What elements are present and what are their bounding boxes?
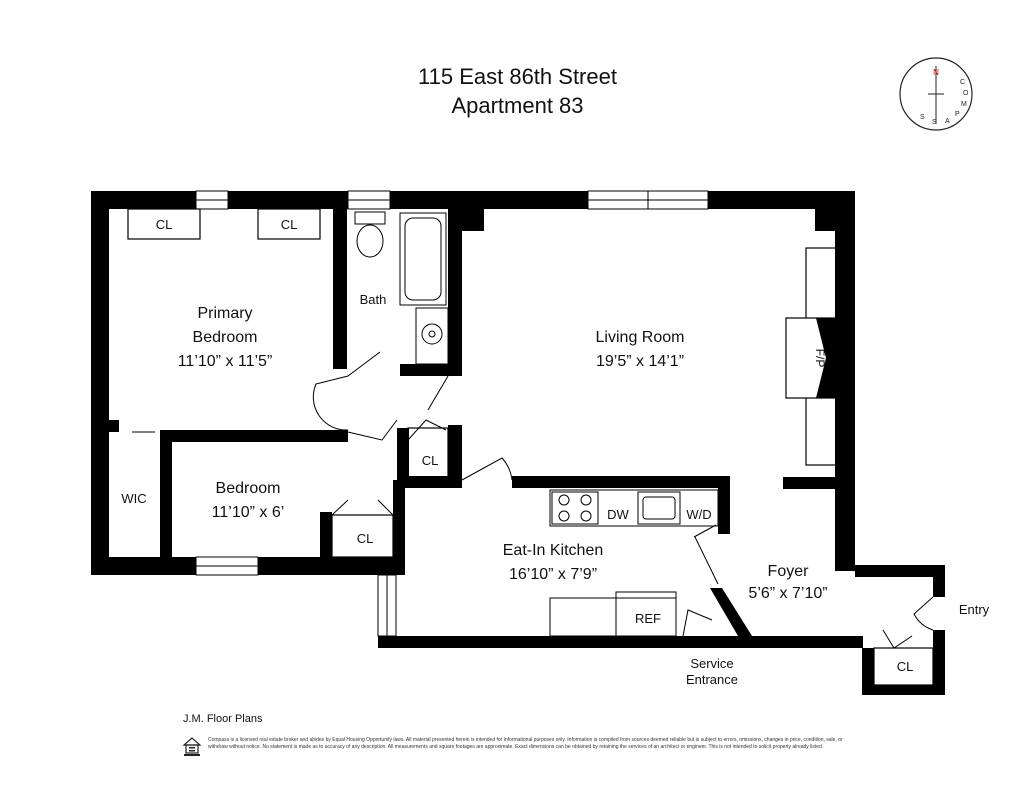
floor-plan-credit: J.M. Floor Plans [183,713,263,725]
compass-letter: A [945,118,950,125]
primary-bedroom-label: Primary [197,305,252,322]
windows [195,190,709,637]
exterior-walls [91,191,945,695]
sink-icon [421,323,443,345]
equal-housing-icon [183,737,201,756]
closet-label: CL [897,659,914,674]
bedroom-label: Bedroom [216,480,281,497]
kitchen-label: Eat-In Kitchen [503,542,604,559]
bath-label: Bath [360,292,387,307]
bath-fixtures [354,211,449,365]
stove-icon [551,491,599,525]
plan-title-address: 115 East 86th Street [418,64,617,89]
refrigerator-icon [615,591,677,637]
compass-letter: O [963,90,969,97]
closet-label: CL [357,531,374,546]
compass-letter: C [960,79,965,86]
plan-title-unit: Apartment 83 [451,93,584,118]
closets [127,208,934,686]
bedroom-dims: 11’10” x 6’ [212,504,285,521]
door-swings [132,351,934,649]
compass-letter: S [920,114,925,121]
kitchen-sink-icon [637,491,681,525]
foyer-label: Foyer [768,563,810,580]
legal-disclaimer: Compass is a licensed real estate broker… [208,737,843,750]
foyer-dims: 5’6” x 7’10” [748,585,827,602]
closet-label: CL [422,453,439,468]
service-entrance-label-2: Entrance [686,672,738,687]
entry-label: Entry [959,602,990,617]
fireplace [785,247,837,466]
fireplace-label: F/P [813,349,827,368]
compass-letter: M [961,101,967,108]
living-room-dims: 19’5” x 14’1” [596,353,684,370]
living-room-label: Living Room [596,329,685,346]
washer-dryer-label: W/D [686,507,711,522]
dishwasher-label: DW [607,507,629,522]
interior-walls [107,209,835,575]
kitchen-dims: 16’10” x 7’9” [509,566,597,583]
primary-bedroom-label-2: Bedroom [193,329,258,346]
primary-bedroom-dims: 11’10” x 11’5” [178,353,273,370]
service-entrance-label: Service [690,656,733,671]
refrigerator-label: REF [635,611,661,626]
closet-label: CL [156,217,173,232]
foyer-diagonal-walls [694,536,752,636]
compass-letter: S [932,119,937,126]
kitchen-fixtures [549,489,719,637]
toilet-icon [356,224,384,258]
compass-icon: N C O M P A S S [899,57,973,131]
compass-north-label: N [933,68,939,77]
compass-letter: P [955,111,960,118]
closet-label: CL [281,217,298,232]
wic-label: WIC [121,491,146,506]
